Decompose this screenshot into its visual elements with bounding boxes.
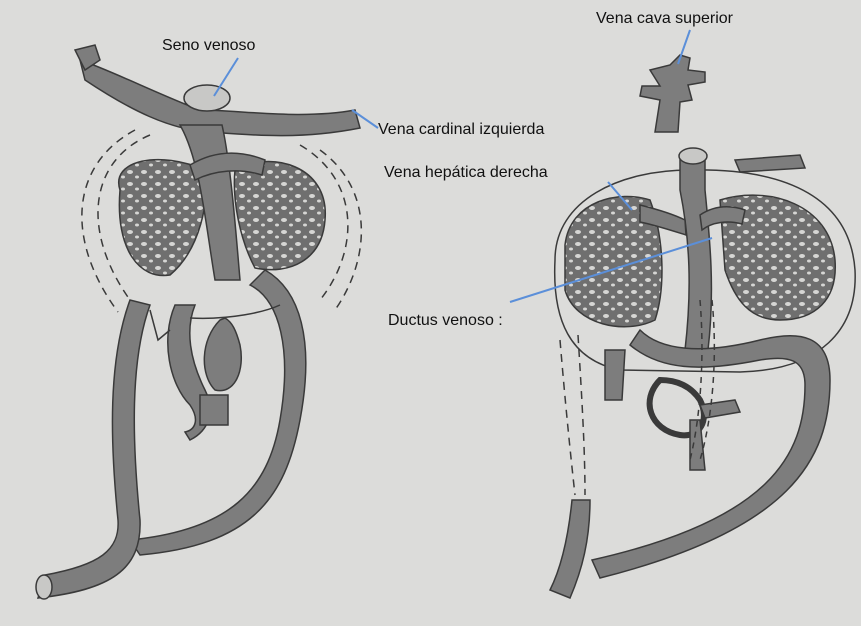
vessel-stub-lower [605, 350, 625, 400]
vitelline-vein-opening [36, 575, 52, 599]
label-seno-venoso: Seno venoso [162, 37, 255, 55]
label-vena-cava-superior: Vena cava superior [596, 10, 733, 28]
duodenum-block [200, 395, 228, 425]
label-vena-hepatica-derecha: Vena hepática derecha [384, 164, 548, 182]
label-vena-cardinal-izquierda: Vena cardinal izquierda [378, 121, 544, 139]
ivc-opening [679, 148, 707, 164]
label-ductus-venoso: Ductus venoso : [388, 312, 503, 330]
right-liver-lobe [234, 162, 325, 270]
sinus-opening [184, 85, 230, 111]
